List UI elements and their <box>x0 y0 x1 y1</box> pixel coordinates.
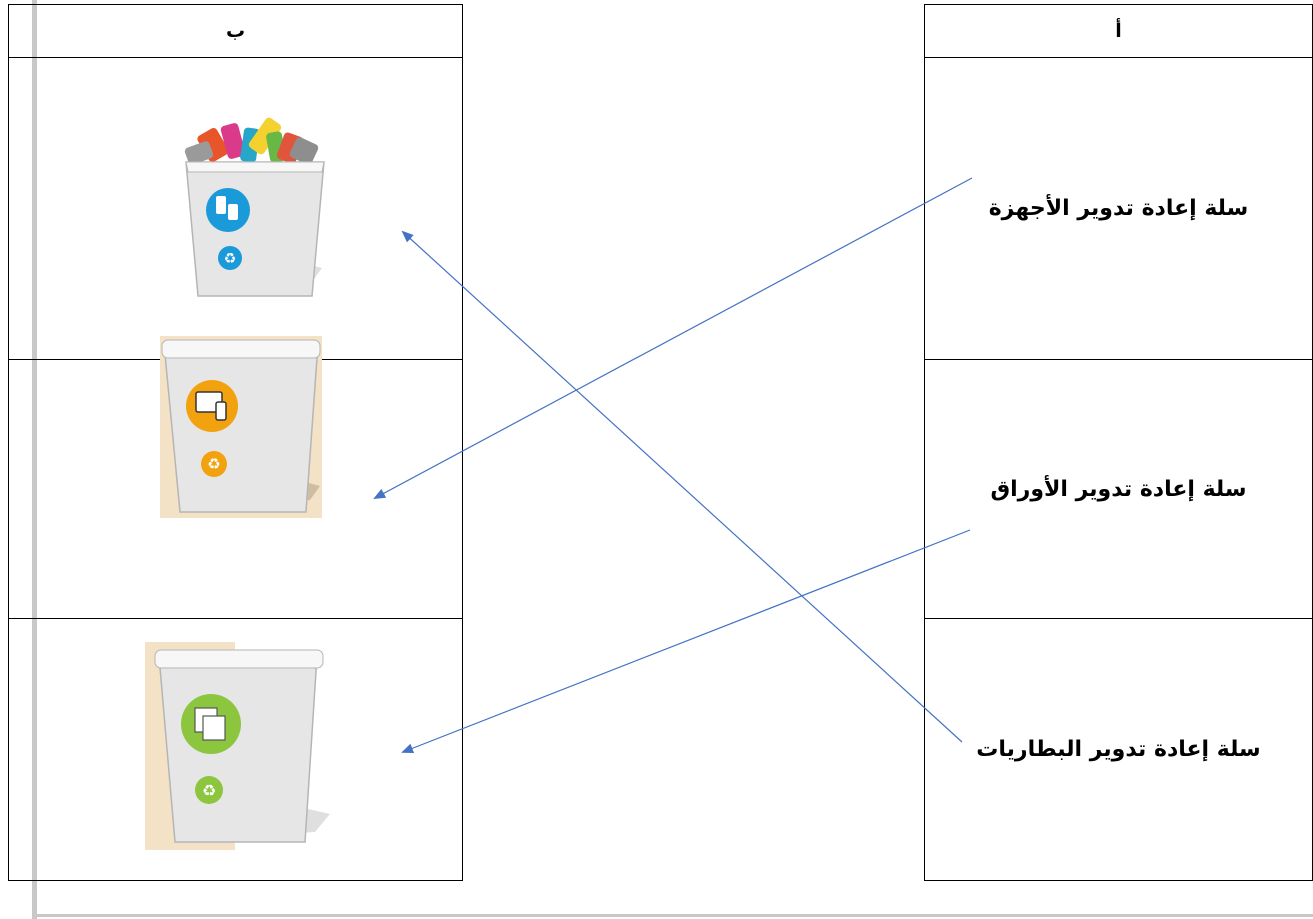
column-a-table: أ سلة إعادة تدوير الأجهزة سلة إعادة تدوي… <box>924 4 1313 881</box>
column-a-cell-1: سلة إعادة تدوير الأجهزة <box>924 57 1313 360</box>
item-label-devices: سلة إعادة تدوير الأجهزة <box>988 196 1249 221</box>
column-a-cell-2: سلة إعادة تدوير الأوراق <box>924 359 1313 619</box>
column-a-cell-3: سلة إعادة تدوير البطاريات <box>924 618 1313 881</box>
paper-recycling-bin-icon: ♻ <box>145 642 335 850</box>
connector-batteries-to-battery-bin <box>401 230 963 743</box>
connector-papers-to-paper-bin <box>401 529 971 754</box>
svg-text:♻: ♻ <box>207 455 220 473</box>
column-b-header: ب <box>8 4 463 58</box>
svg-text:♻: ♻ <box>202 781 216 800</box>
item-label-papers: سلة إعادة تدوير الأوراق <box>990 476 1247 502</box>
svg-text:♻: ♻ <box>224 251 237 267</box>
battery-recycling-bin-icon: ♻ <box>172 110 334 302</box>
column-a-header: أ <box>924 4 1313 58</box>
page-bottom-line <box>32 914 1313 917</box>
device-recycling-bin-icon: ♻ <box>160 336 322 518</box>
item-label-batteries: سلة إعادة تدوير البطاريات <box>976 737 1261 762</box>
connector-devices-to-device-bin <box>373 177 973 499</box>
